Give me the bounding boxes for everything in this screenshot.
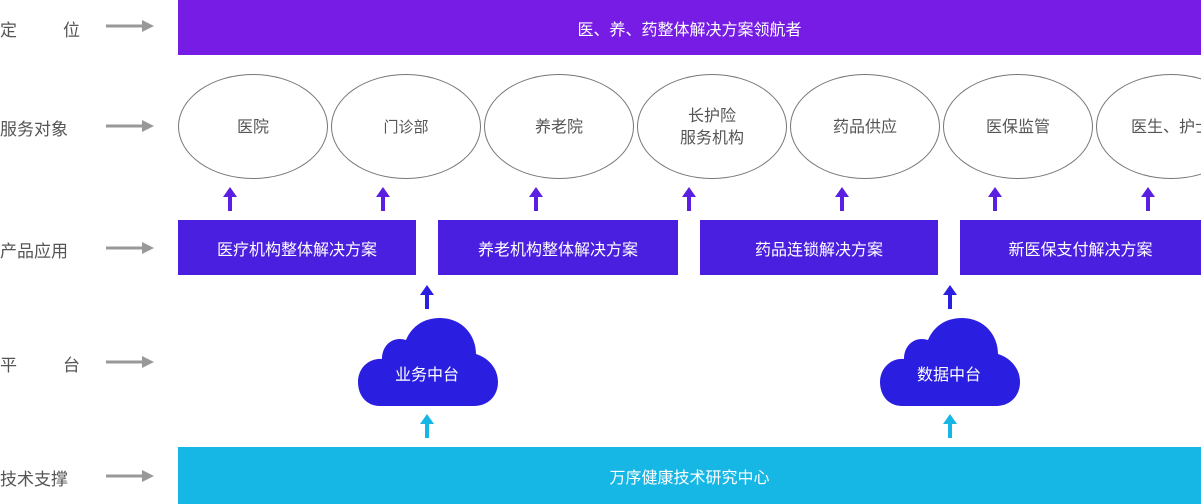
cloud-icon xyxy=(358,318,498,406)
right-arrow-icon xyxy=(106,242,154,254)
right-arrow-icon xyxy=(106,120,154,132)
row-label-positioning: 定位 xyxy=(0,16,110,41)
cloud-label: 数据中台 xyxy=(916,365,981,384)
row-label-char: 台 xyxy=(63,356,80,376)
up-arrow-icon xyxy=(529,187,543,211)
product-pharmacy-chain: 药品连锁解决方案 xyxy=(700,220,938,275)
right-arrow-icon xyxy=(106,356,154,368)
up-arrow-icon xyxy=(988,187,1002,211)
row-label-service-targets: 服务对象 xyxy=(0,120,68,140)
up-arrow-icon xyxy=(943,414,957,438)
service-target-drug-supply: 药品供应 xyxy=(790,74,940,179)
row-label-tech-support: 技术支撑 xyxy=(0,470,68,490)
product-medical-insurance-payment: 新医保支付解决方案 xyxy=(960,220,1201,275)
row-label-platform: 平台 xyxy=(0,351,110,376)
positioning-bar: 医、养、药整体解决方案领航者 xyxy=(178,0,1201,55)
row-label-char: 平 xyxy=(0,356,17,376)
up-arrow-icon xyxy=(682,187,696,211)
up-arrow-icon xyxy=(376,187,390,211)
service-target-ltc-insurance: 长护险 服务机构 xyxy=(637,74,787,179)
tech-support-bar: 万序健康技术研究中心 xyxy=(178,447,1201,504)
up-arrow-icon xyxy=(835,187,849,211)
row-label-char: 定 xyxy=(0,21,17,41)
up-arrow-icon xyxy=(1141,187,1155,211)
service-target-nursing-home: 养老院 xyxy=(484,74,634,179)
right-arrow-icon xyxy=(106,20,154,32)
row-label-products: 产品应用 xyxy=(0,242,68,262)
right-arrow-icon xyxy=(106,470,154,482)
up-arrow-icon xyxy=(420,285,434,309)
cloud-icon xyxy=(880,318,1020,406)
up-arrow-icon xyxy=(943,285,957,309)
up-arrow-icon xyxy=(420,414,434,438)
service-target-clinic: 门诊部 xyxy=(331,74,481,179)
up-arrow-icon xyxy=(223,187,237,211)
service-target-doctors-nurses: 医生、护士 xyxy=(1096,74,1201,179)
row-label-char: 位 xyxy=(63,21,80,41)
service-target-medical-insurance: 医保监管 xyxy=(943,74,1093,179)
product-medical-institution: 医疗机构整体解决方案 xyxy=(178,220,416,275)
product-elderly-care: 养老机构整体解决方案 xyxy=(438,220,678,275)
cloud-label: 业务中台 xyxy=(394,365,459,384)
service-target-hospital: 医院 xyxy=(178,74,328,179)
